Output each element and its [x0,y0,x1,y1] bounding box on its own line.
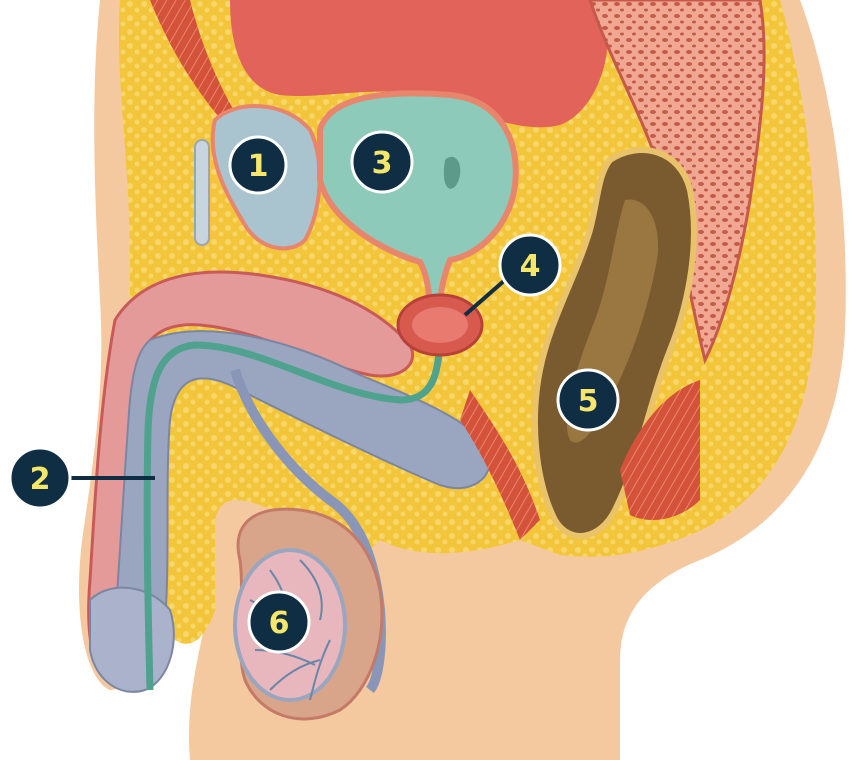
callout-number: 1 [248,149,269,184]
callout-4: 4 [500,235,560,295]
glans [90,588,174,692]
callout-6: 6 [249,592,309,652]
prostate-inner [412,307,468,343]
callout-number: 3 [372,146,393,181]
callout-5: 5 [558,370,618,430]
callout-1: 1 [230,137,286,193]
prostate [398,295,482,355]
callout-3: 3 [352,132,412,192]
callout-number: 2 [30,462,51,497]
callout-number: 5 [578,384,599,419]
callout-number: 6 [269,606,290,641]
ligament [195,140,209,245]
callout-number: 4 [520,249,541,284]
callout-2: 2 [10,448,70,508]
